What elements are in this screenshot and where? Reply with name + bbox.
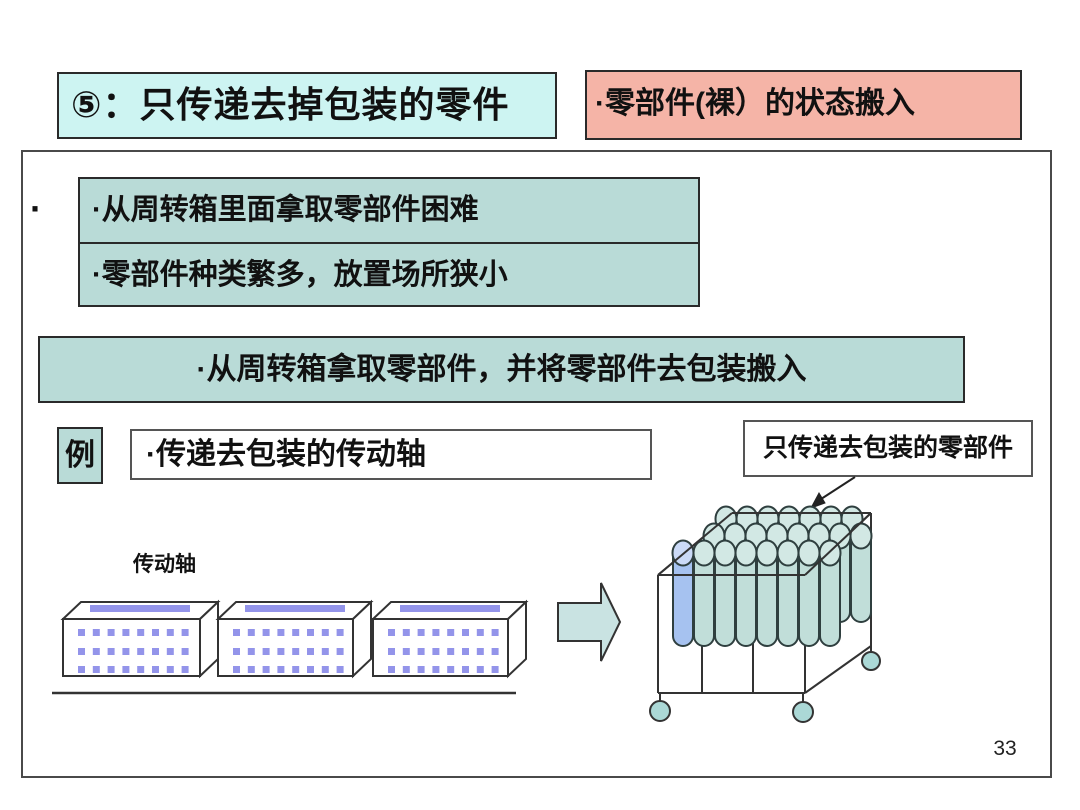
packaging-box — [215, 599, 374, 679]
cart-wheel — [792, 701, 814, 723]
callout-box: 只传递去包装的零部件 — [743, 420, 1033, 477]
lead-bullet: · — [30, 188, 42, 229]
problem-list: ·从周转箱里面拿取零部件困难 ·零部件种类繁多，放置场所狭小 — [78, 177, 700, 307]
problem-item: ·从周转箱里面拿取零部件困难 — [92, 194, 479, 226]
cart-wheels — [649, 646, 881, 723]
drive-shaft-label: 传动轴 — [133, 553, 196, 576]
solution-box: ·从周转箱拿取零部件，并将零部件去包装搬入 — [38, 336, 965, 403]
cart-wheel — [861, 651, 881, 671]
packaging-box — [370, 599, 529, 679]
cart-wheel — [649, 700, 671, 722]
state-note-box: ·零部件(裸）的状态搬入 — [585, 70, 1022, 140]
cart-rim-overlay — [657, 512, 872, 576]
slide-title: ⑤：只传递去掉包装的零件 — [57, 72, 557, 139]
packaging-boxes — [60, 599, 529, 679]
example-text-box: ·传递去包装的传动轴 — [130, 429, 652, 480]
flow-arrow-icon — [557, 582, 622, 662]
packaging-box — [60, 599, 221, 679]
drive-shaft-pills — [671, 505, 873, 647]
problem-item: ·零部件种类繁多，放置场所狭小 — [80, 242, 698, 305]
example-tag: 例 — [57, 427, 103, 484]
parts-cart — [649, 505, 881, 723]
callout-arrow-icon — [809, 476, 856, 509]
page-number: 33 — [993, 737, 1017, 760]
drive-shaft-dots — [78, 629, 499, 673]
illustration — [52, 476, 881, 723]
